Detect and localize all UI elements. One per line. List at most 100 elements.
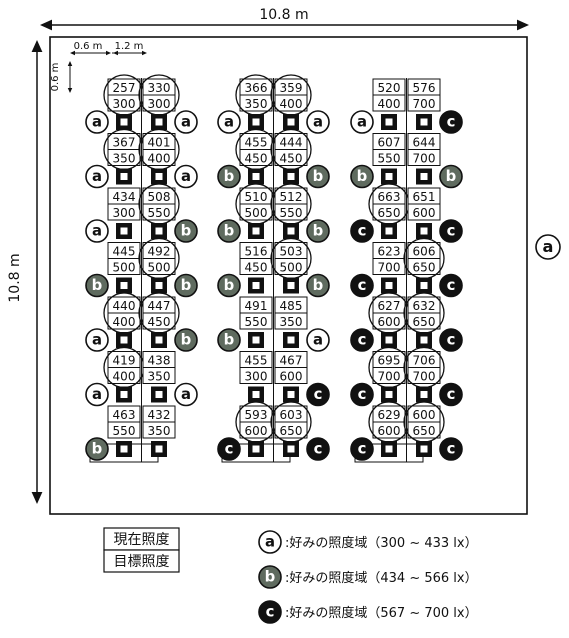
target-box <box>142 94 176 112</box>
arrow-head <box>40 19 52 31</box>
arrow-head <box>31 40 43 52</box>
badge-letter: c <box>447 113 456 131</box>
desk-depth-label: 0.6 m <box>50 63 61 92</box>
badge-letter: b <box>181 331 192 349</box>
marker-b-icon: b <box>174 219 198 243</box>
current-illuminance: 463 <box>113 408 136 422</box>
arrow-head <box>67 61 73 66</box>
target-illuminance: 400 <box>113 370 136 384</box>
target-illuminance: 650 <box>413 424 436 438</box>
target-box <box>142 203 176 221</box>
badge-circle <box>85 164 109 189</box>
target-illuminance: 650 <box>413 261 436 275</box>
target-box <box>372 203 406 221</box>
badge-letter: c <box>447 222 456 240</box>
target-box <box>407 94 441 112</box>
luminaire-core <box>252 391 260 398</box>
marker-b-icon: b <box>306 219 330 243</box>
target-illuminance: 400 <box>113 315 136 329</box>
badge-letter: b <box>224 222 235 240</box>
height-dimension-label: 10.8 m <box>7 253 23 302</box>
marker-b-icon: b <box>306 164 330 189</box>
badge-letter: c <box>358 385 367 403</box>
marker-b-icon: b <box>217 164 241 189</box>
target-illuminance: 350 <box>113 152 136 166</box>
badge-circle <box>439 382 463 407</box>
target-box <box>142 312 176 330</box>
badge-circle <box>174 382 198 407</box>
badge-letter: a <box>224 113 234 131</box>
target-illuminance: 350 <box>280 315 303 329</box>
badge-circle <box>85 219 109 243</box>
current-illuminance: 491 <box>245 299 268 313</box>
legend-item-label: :好みの照度域（567 ~ 700 lx） <box>285 605 478 621</box>
target-box <box>407 367 441 384</box>
badge-letter: c <box>358 276 367 294</box>
target-box <box>407 258 441 275</box>
badge-letter: a <box>92 385 102 403</box>
target-illuminance: 600 <box>378 315 401 329</box>
marker-b-icon: b <box>350 164 374 189</box>
marker-a-icon: a <box>174 164 198 189</box>
current-illuminance: 445 <box>113 245 136 259</box>
luminaire-core <box>120 336 128 344</box>
target-illuminance: 450 <box>245 152 268 166</box>
target-illuminance: 600 <box>280 370 303 384</box>
marker-b-icon: b <box>174 328 198 352</box>
legend-box-label: 現在照度 <box>114 532 170 548</box>
current-illuminance: 257 <box>113 81 136 95</box>
target-illuminance: 700 <box>378 370 401 384</box>
current-illuminance: 419 <box>113 354 136 368</box>
badge-circle <box>306 164 330 189</box>
current-illuminance: 367 <box>113 136 136 150</box>
target-illuminance: 500 <box>280 261 303 275</box>
marker-b-icon: b <box>85 437 109 461</box>
luminaire-core <box>420 173 428 180</box>
badge-letter: c <box>314 440 323 458</box>
island-1-left: 257300a367350a434300a445500b440400a41940… <box>85 74 145 461</box>
arrow-head <box>106 50 111 56</box>
target-illuminance: 600 <box>245 424 268 438</box>
badge-letter: b <box>357 167 368 185</box>
current-illuminance: 520 <box>378 81 401 95</box>
current-illuminance: 467 <box>280 354 303 368</box>
badge-letter: a <box>313 113 323 131</box>
badge-letter: a <box>265 533 275 551</box>
badge-circle <box>217 328 241 352</box>
badge-letter: a <box>181 167 191 185</box>
target-illuminance: 700 <box>413 152 436 166</box>
current-illuminance: 663 <box>378 190 401 204</box>
luminaire-core <box>287 227 295 235</box>
target-box <box>407 421 441 439</box>
luminaire-core <box>385 391 393 398</box>
target-illuminance: 550 <box>378 152 401 166</box>
badge-letter: a <box>92 222 102 240</box>
desk-cell: 419 400 a <box>85 346 145 407</box>
luminaire-core <box>420 391 428 398</box>
target-box <box>142 149 176 166</box>
badge-letter: a <box>92 167 102 185</box>
marker-c-icon: c <box>439 437 463 461</box>
badge-circle <box>85 437 109 461</box>
badge-circle <box>439 328 463 352</box>
island-2-left: 366350a455450b510500b516450b491550b45530… <box>217 74 277 461</box>
badge-letter: c <box>447 385 456 403</box>
target-illuminance: 350 <box>245 97 268 111</box>
legend-item-label: :好みの照度域（434 ~ 566 lx） <box>285 570 478 586</box>
